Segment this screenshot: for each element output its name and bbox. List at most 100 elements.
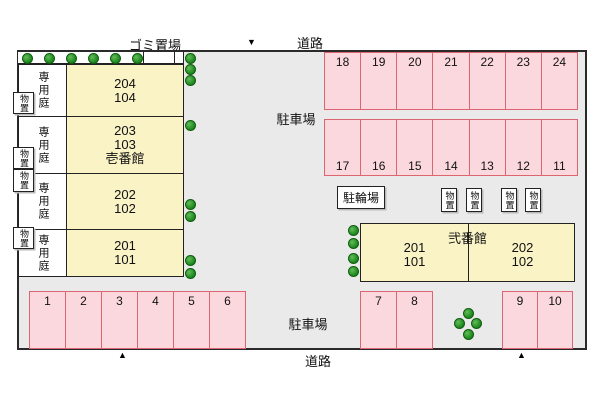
tree-icon [471, 318, 482, 329]
parking-lot-label-bottom: 駐車場 [288, 317, 328, 332]
storage-shed: 物置 [13, 169, 34, 192]
parking-row-17-11: 17 16 15 14 13 12 11 [324, 119, 578, 176]
parking-stall: 14 [432, 120, 468, 175]
tree-icon [132, 53, 143, 64]
unit-cell-202-102: 202 102 [67, 174, 183, 229]
building-1-name: 壱番館 [105, 151, 145, 166]
stall-number: 13 [480, 159, 494, 173]
building-2-name: 弐番館 [447, 231, 487, 246]
storage-label: 物置 [19, 171, 29, 190]
road-label-top: 道路 [296, 36, 323, 51]
parking-stall: 4 [137, 292, 173, 348]
building-1: 専用庭 204 104 専用庭 203 103 壱番館 専用庭 202 102 … [18, 64, 184, 277]
storage-label: 物置 [19, 148, 29, 168]
private-garden-label: 専用庭 [37, 233, 49, 273]
building-1-row-201: 専用庭 201 101 [19, 229, 183, 276]
entrance-up-left-icon: ▲ [118, 350, 127, 360]
parking-stall: 15 [396, 120, 432, 175]
stall-number: 10 [548, 294, 562, 308]
garbage-area-label: ゴミ置場 [128, 38, 181, 53]
parking-stall: 7 [361, 292, 396, 348]
tree-icon [185, 64, 196, 75]
tree-icon [185, 255, 196, 266]
parking-row-1-6: 1 2 3 4 5 6 [29, 291, 246, 349]
parking-row-9-10: 9 10 [502, 291, 573, 349]
tree-icon [463, 308, 474, 319]
stall-number: 19 [372, 55, 386, 69]
unit-number: 204 [114, 75, 136, 91]
stall-number: 4 [152, 294, 159, 308]
storage-shed: 物置 [525, 188, 541, 212]
stall-number: 18 [335, 55, 350, 69]
tree-icon [88, 53, 99, 64]
tree-icon [185, 75, 196, 86]
storage-label: 物置 [19, 228, 29, 248]
storage-label: 物置 [469, 190, 480, 210]
parking-lot-label-top: 駐車場 [276, 112, 316, 127]
parking-stall: 11 [540, 120, 577, 175]
storage-label: 物置 [504, 190, 515, 210]
tree-icon [66, 53, 77, 64]
unit-number: 202 [114, 186, 136, 202]
parking-stall: 3 [101, 292, 137, 348]
parking-stall: 10 [537, 292, 572, 348]
bicycle-parking: 駐輪場 [337, 186, 385, 209]
stall-number: 5 [188, 294, 195, 308]
unit-number: 202 [511, 240, 534, 255]
parking-row-18-24: 18 19 20 21 22 23 24 [324, 52, 578, 110]
parking-stall: 19 [360, 53, 396, 109]
unit-number: 103 [114, 137, 136, 152]
storage-shed: 物置 [466, 188, 482, 212]
entrance-up-right-icon: ▲ [517, 350, 526, 360]
tree-icon [185, 120, 196, 131]
stall-number: 22 [480, 55, 494, 69]
parking-stall: 23 [504, 53, 541, 109]
tree-icon [454, 318, 465, 329]
tree-icon [185, 211, 196, 222]
tree-icon [348, 225, 359, 236]
unit-number: 102 [511, 254, 534, 269]
stall-number: 20 [408, 55, 422, 69]
garbage-stand [143, 52, 175, 64]
parking-stall: 18 [325, 53, 360, 109]
stall-number: 24 [552, 55, 567, 69]
parking-stall: 9 [503, 292, 537, 348]
building-2: 弐番館 201 101 202 102 [360, 223, 575, 282]
stall-number: 1 [44, 294, 51, 308]
tree-icon [348, 266, 359, 277]
stall-number: 3 [116, 294, 123, 308]
road-label-bottom: 道路 [304, 354, 331, 369]
storage-shed: 物置 [441, 188, 457, 212]
tree-icon [463, 329, 474, 340]
stall-number: 6 [224, 294, 231, 308]
parking-stall: 8 [396, 292, 432, 348]
unit-cell-201-101: 201 101 [67, 230, 183, 276]
building-1-row-203: 専用庭 203 103 壱番館 [19, 116, 183, 173]
stall-number: 21 [444, 55, 458, 69]
stall-number: 9 [516, 294, 524, 308]
stall-number: 7 [375, 294, 382, 308]
entrance-down-icon: ▼ [247, 37, 256, 47]
unit-cell-201-101: 201 101 [361, 241, 468, 269]
storage-shed: 物置 [13, 147, 34, 169]
planting-strip [18, 52, 184, 64]
stall-number: 23 [516, 55, 530, 69]
stall-number: 17 [335, 159, 350, 173]
building-1-row-202: 専用庭 202 102 [19, 173, 183, 229]
private-garden-label: 専用庭 [37, 71, 49, 110]
private-garden-label: 専用庭 [37, 182, 49, 221]
parking-stall: 16 [360, 120, 396, 175]
tree-icon [44, 53, 55, 64]
unit-number: 201 [403, 240, 426, 255]
tree-icon [22, 53, 33, 64]
building-2-divider [468, 224, 469, 281]
parking-stall: 24 [540, 53, 577, 109]
stall-number: 15 [408, 159, 422, 173]
stall-number: 12 [516, 159, 530, 173]
storage-shed: 物置 [501, 188, 517, 212]
stall-number: 2 [80, 294, 87, 308]
parking-stall: 21 [432, 53, 468, 109]
parking-stall: 5 [173, 292, 209, 348]
parking-stall: 20 [396, 53, 432, 109]
